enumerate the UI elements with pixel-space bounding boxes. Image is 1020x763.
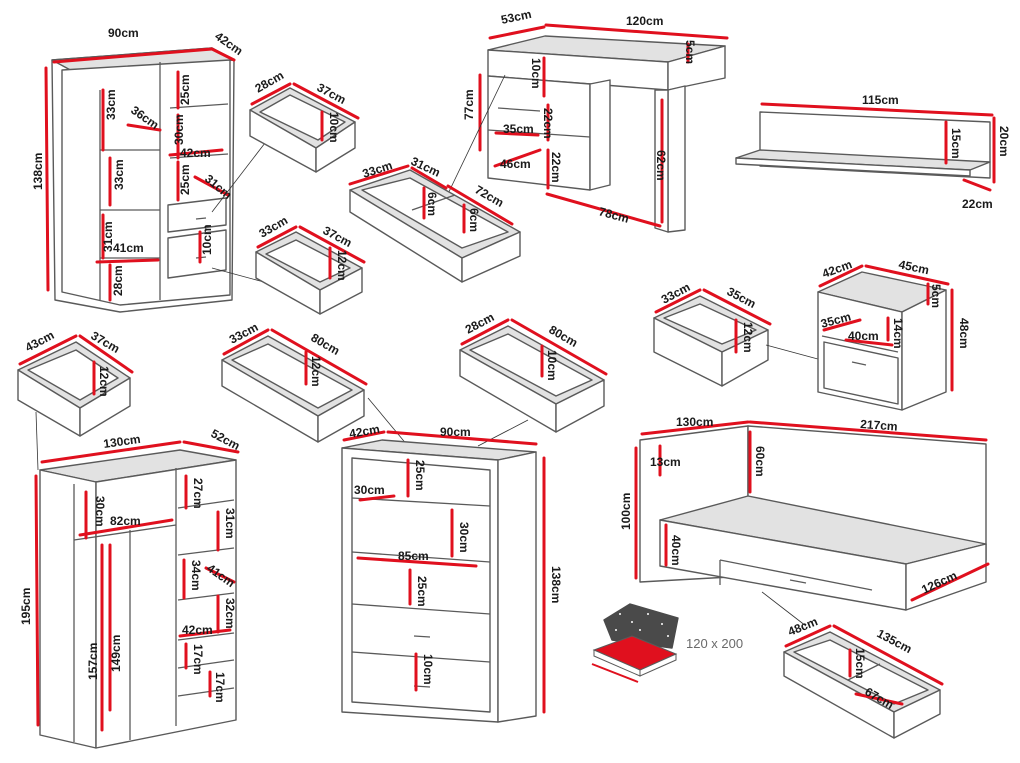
bookcase-shelf-depth-label: 30cm bbox=[354, 483, 385, 497]
wardrobe-small: 90cm 42cm 138cm 33cm 36cm 25cm 30cm 42cm… bbox=[31, 26, 245, 313]
wardrobe-small-width-label: 90cm bbox=[108, 26, 139, 40]
desk-leg-height-label: 62cm bbox=[654, 150, 668, 181]
nightstand-top-gap-label: 5cm bbox=[929, 284, 943, 308]
bookcase-depth-label: 42cm bbox=[348, 422, 381, 441]
desk-depth-label: 53cm bbox=[500, 7, 533, 27]
wall-shelf-inner-height-label: 15cm bbox=[949, 128, 963, 159]
connector-line bbox=[35, 411, 39, 471]
connector-line bbox=[367, 397, 409, 447]
drawer-d: 33cm 80cm 12cm bbox=[221, 320, 368, 443]
desk-drawer-inner-depth-label: 46cm bbox=[500, 157, 531, 171]
drawer-e: 28cm 80cm 10cm bbox=[459, 310, 608, 433]
wardrobe-small-left-mid-label: 33cm bbox=[112, 159, 126, 190]
drawer-c-width-label: 43cm bbox=[23, 328, 57, 355]
desk-drawer-front-label: 10cm bbox=[529, 58, 543, 89]
nightstand-drawer-depth-label: 35cm bbox=[725, 284, 759, 311]
nightstand: 42cm 45cm 5cm 48cm 35cm 40cm 14cm bbox=[817, 257, 971, 411]
desk-drawer-height-b-label: 6cm bbox=[467, 208, 481, 232]
wardrobe-large-hang-long-label: 157cm bbox=[86, 643, 100, 680]
wardrobe-small-drawer-front-label: 10cm bbox=[200, 224, 214, 255]
drawer-d-height-label: 12cm bbox=[309, 356, 323, 387]
nightstand-width-label: 45cm bbox=[897, 257, 930, 277]
wardrobe-large-top-gap-label: 30cm bbox=[93, 496, 107, 527]
wardrobe-small-shelf-2-label: 30cm bbox=[172, 114, 186, 145]
bed-head-gap-label: 13cm bbox=[650, 455, 681, 469]
wardrobe-large: 130cm 52cm 195cm 30cm 82cm 27cm 31cm 34c… bbox=[19, 426, 242, 749]
connector-line bbox=[761, 591, 807, 627]
wardrobe-large-height-label: 195cm bbox=[19, 588, 33, 625]
drawer-c: 43cm 37cm 12cm bbox=[17, 328, 134, 437]
wardrobe-small-height-label: 138cm bbox=[31, 153, 45, 190]
mattress-icon: 120 x 200 bbox=[591, 603, 743, 683]
mattress-size-label: 120 x 200 bbox=[686, 636, 743, 651]
bookcase-drawer-label: 10cm bbox=[421, 654, 435, 685]
desk-drawer-depth-label: 72cm bbox=[473, 182, 507, 209]
wardrobe-large-shelf-a-label: 27cm bbox=[191, 478, 205, 509]
desk-drawer-height-2-label: 22cm bbox=[549, 152, 563, 183]
wardrobe-small-bottom-label: 28cm bbox=[111, 265, 125, 296]
wardrobe-large-width-label: 130cm bbox=[102, 432, 141, 451]
desk-drawer-height-a-label: 6cm bbox=[425, 192, 439, 216]
wardrobe-large-shelf-e-label: 32cm bbox=[223, 598, 237, 629]
wardrobe-large-shelf-h-label: 17cm bbox=[213, 672, 227, 703]
desk-drawer-height-label: 22cm bbox=[541, 108, 555, 139]
wardrobe-large-shelf-g-label: 17cm bbox=[191, 644, 205, 675]
bed-headboard-label: 100cm bbox=[619, 493, 633, 530]
bookcase: 42cm 90cm 138cm 25cm 30cm 30cm 85cm 25cm… bbox=[341, 422, 563, 723]
wardrobe-large-shelf-f-label: 42cm bbox=[182, 623, 213, 637]
bookcase-shelf-width-label: 85cm bbox=[398, 549, 429, 563]
drawer-e-height-label: 10cm bbox=[545, 350, 559, 381]
connector-line bbox=[444, 74, 506, 201]
drawer-c-height-label: 12cm bbox=[97, 366, 111, 397]
drawer-e-width-label: 28cm bbox=[463, 310, 497, 337]
wardrobe-small-shelf-1-label: 25cm bbox=[178, 74, 192, 105]
bed-side-panel-label: 60cm bbox=[753, 446, 767, 477]
drawer-a-width-label: 28cm bbox=[253, 68, 287, 95]
desk-height-label: 77cm bbox=[462, 89, 476, 120]
wardrobe-small-inner-width-label: 41cm bbox=[113, 241, 144, 255]
nightstand-drawer: 33cm 35cm 12cm bbox=[653, 280, 772, 387]
wardrobe-small-left-lower-label: 31cm bbox=[101, 221, 115, 252]
wardrobe-small-shelf-3-label: 25cm bbox=[178, 164, 192, 195]
drawer-e-depth-label: 80cm bbox=[547, 322, 581, 349]
wardrobe-large-shelf-b-label: 31cm bbox=[223, 508, 237, 539]
drawer-b-width-label: 33cm bbox=[257, 213, 291, 240]
bed-drawer-width-label: 48cm bbox=[786, 614, 820, 638]
drawer-a-height-label: 10cm bbox=[327, 112, 341, 143]
wall-shelf-depth-label: 22cm bbox=[962, 197, 993, 211]
wall-shelf-width-label: 115cm bbox=[862, 93, 899, 107]
drawer-a: 28cm 37cm 10cm bbox=[249, 68, 360, 173]
desk-top-rail-label: 5cm bbox=[683, 40, 697, 64]
bookcase-width-label: 90cm bbox=[440, 425, 471, 439]
drawer-b: 33cm 37cm 12cm bbox=[255, 213, 366, 315]
desk-drawer-inner-width-label: 35cm bbox=[503, 122, 534, 136]
bookcase-shelf-1-label: 25cm bbox=[413, 460, 427, 491]
wardrobe-small-inner-depth-b-label: 42cm bbox=[180, 146, 211, 160]
bookcase-shelf-2-label: 30cm bbox=[457, 522, 471, 553]
wardrobe-small-left-upper-label: 33cm bbox=[104, 89, 118, 120]
bed-width-label: 130cm bbox=[676, 415, 713, 429]
drawer-b-height-label: 12cm bbox=[335, 250, 349, 281]
connector-line bbox=[211, 142, 266, 213]
wardrobe-large-shelf-c-label: 34cm bbox=[189, 560, 203, 591]
nightstand-drawer-height-label: 12cm bbox=[741, 322, 755, 353]
wardrobe-large-hang-short-label: 149cm bbox=[109, 635, 123, 672]
nightstand-inner-width-label: 40cm bbox=[848, 329, 879, 343]
bed-base-height-label: 40cm bbox=[669, 535, 683, 566]
desk-width-label: 120cm bbox=[626, 14, 663, 28]
bookcase-height-label: 138cm bbox=[549, 566, 563, 603]
desk-leg-width-label: 78cm bbox=[597, 204, 630, 225]
bed-drawer-height-label: 15cm bbox=[853, 648, 867, 679]
bed-length-label: 217cm bbox=[860, 417, 898, 434]
bed-drawer: 48cm 135cm 15cm 67cm bbox=[783, 614, 944, 739]
nightstand-height-label: 48cm bbox=[957, 318, 971, 349]
nightstand-inner-height-label: 14cm bbox=[891, 318, 905, 349]
bookcase-shelf-3-label: 25cm bbox=[415, 576, 429, 607]
connector-line bbox=[477, 419, 529, 447]
wall-shelf: 115cm 15cm 20cm 22cm bbox=[735, 93, 1011, 211]
wardrobe-large-rail-width-label: 82cm bbox=[110, 514, 141, 528]
bed: 130cm 217cm 100cm 13cm 60cm 40cm 126cm bbox=[619, 415, 990, 611]
wall-shelf-height-label: 20cm bbox=[997, 126, 1011, 157]
